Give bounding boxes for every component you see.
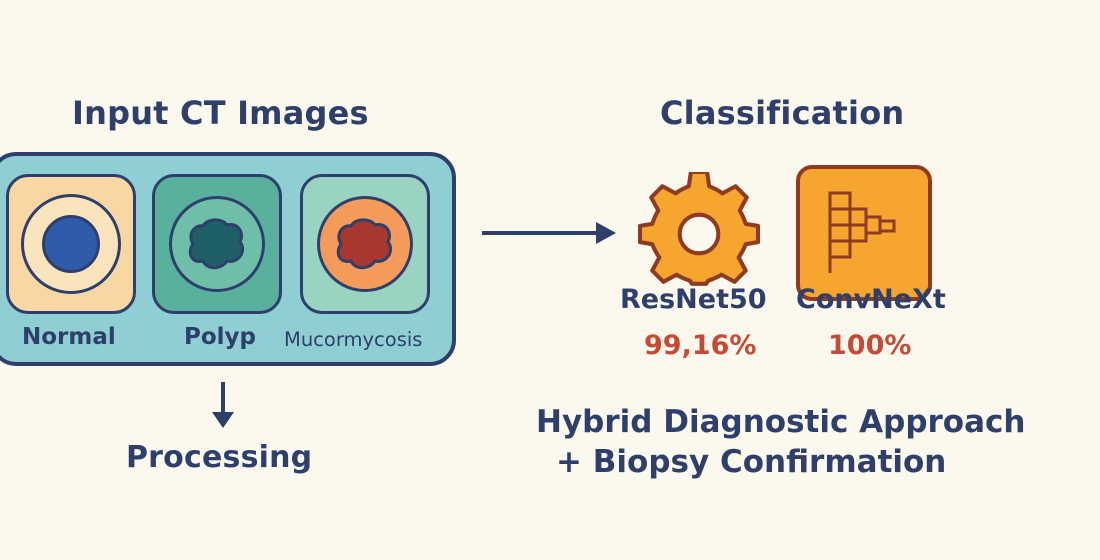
polyp-lesion-icon	[188, 218, 245, 270]
polyp-ct-tile	[152, 174, 282, 314]
convnext-score: 100%	[828, 330, 912, 361]
gear-icon	[638, 172, 760, 286]
normal-sinus-ring	[21, 194, 121, 294]
arrow-right-icon	[482, 222, 616, 244]
mucormycosis-ct-tile	[300, 174, 430, 314]
input-images-panel: Normal Polyp Mucormycosis	[0, 152, 456, 366]
normal-sinus-core	[42, 215, 100, 273]
convnext-label: ConvNeXt	[796, 284, 946, 315]
mucormycosis-label: Mucormycosis	[284, 328, 423, 351]
network-blocks-icon	[796, 165, 932, 301]
normal-label: Normal	[22, 324, 116, 350]
input-ct-images-title: Input CT Images	[72, 94, 369, 132]
processing-label: Processing	[126, 440, 313, 475]
mucormycosis-lesion-icon	[336, 218, 393, 270]
normal-ct-tile	[6, 174, 136, 314]
classification-title: Classification	[660, 94, 905, 132]
hybrid-approach-label: Hybrid Diagnostic Approach	[536, 404, 1026, 440]
arrow-down-icon	[212, 382, 234, 428]
biopsy-confirmation-label: + Biopsy Confirmation	[556, 444, 947, 480]
polyp-label: Polyp	[184, 324, 256, 350]
resnet50-label: ResNet50	[620, 284, 767, 315]
resnet50-score: 99,16%	[644, 330, 757, 361]
